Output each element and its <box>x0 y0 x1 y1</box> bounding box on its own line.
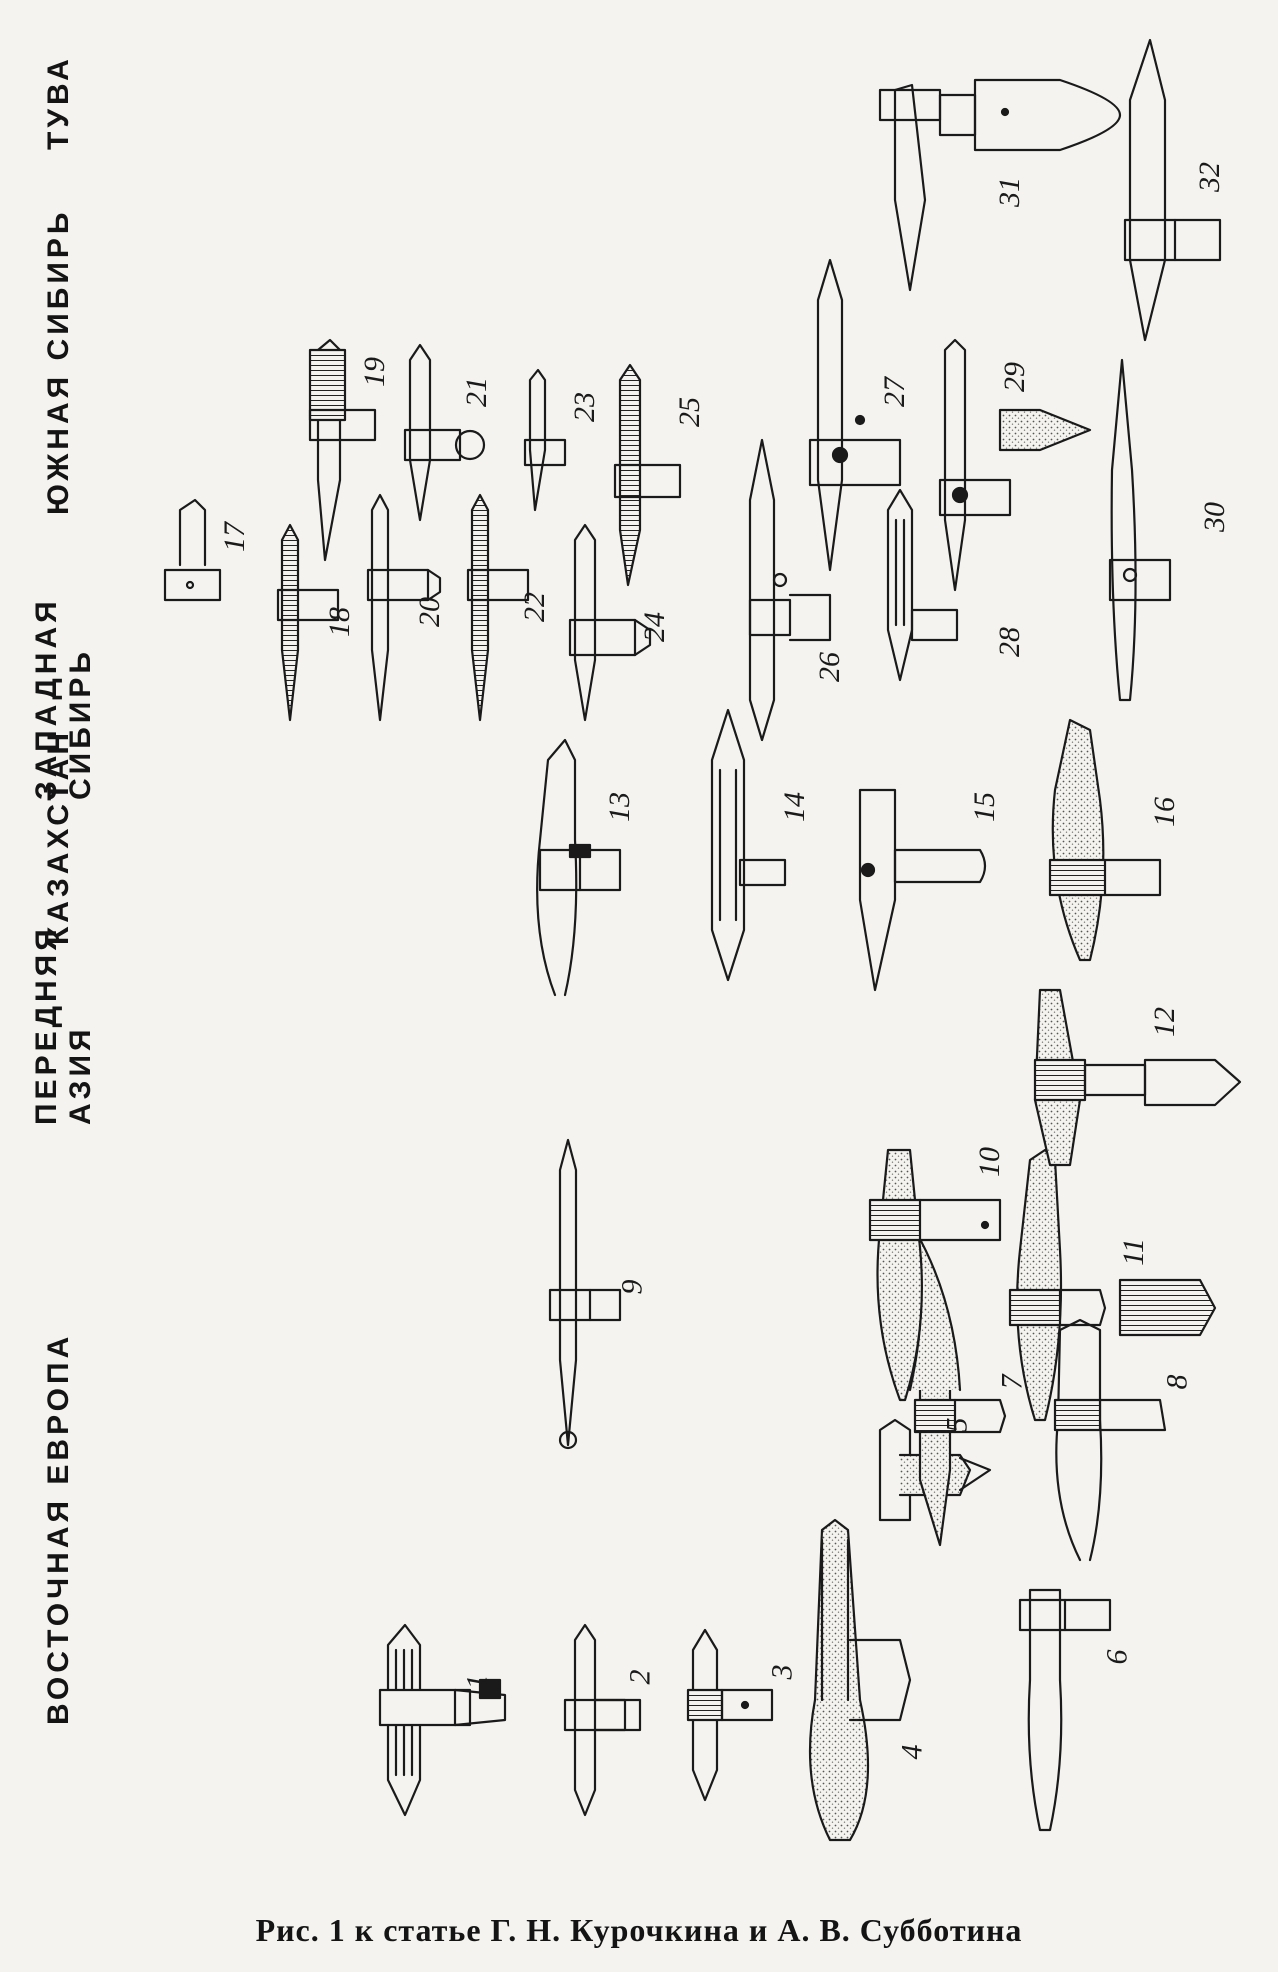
item-number-26: 26 <box>813 652 846 682</box>
item-number-11: 11 <box>1116 1238 1150 1266</box>
artifact-3 <box>686 1628 774 1802</box>
artifact-drawings <box>163 38 1242 1842</box>
figure-caption: Рис. 1 к статье Г. Н. Курочкина и А. В. … <box>255 1912 1023 1948</box>
item-number-8: 8 <box>1160 1374 1194 1390</box>
artifact-26 <box>748 438 832 742</box>
item-number-6: 6 <box>1100 1649 1134 1665</box>
item-number-29: 29 <box>998 362 1031 392</box>
artifact-30 <box>1108 358 1172 702</box>
item-number-14: 14 <box>778 792 811 822</box>
artifact-25 <box>613 363 682 587</box>
item-number-24: 24 <box>638 612 671 642</box>
item-number-5: 5 <box>940 1417 974 1433</box>
item-number-31: 31 <box>993 177 1026 207</box>
artifact-14 <box>710 708 787 982</box>
item-number-27: 27 <box>878 377 911 407</box>
artifact-21 <box>403 343 486 522</box>
artifact-13 <box>536 738 622 997</box>
item-number-28: 28 <box>993 627 1026 657</box>
artifact-29 <box>938 338 1092 592</box>
artifact-11 <box>1008 1148 1217 1422</box>
item-number-10: 10 <box>973 1147 1006 1177</box>
artifact-1 <box>378 1623 507 1817</box>
artifact-8 <box>1053 1318 1167 1562</box>
item-number-4: 4 <box>895 1744 929 1760</box>
artifact-9 <box>548 1138 622 1450</box>
item-number-25: 25 <box>673 397 706 427</box>
item-number-13: 13 <box>603 792 636 822</box>
artifact-2 <box>563 1623 642 1817</box>
item-number-19: 19 <box>358 357 391 387</box>
item-number-30: 30 <box>1198 502 1231 532</box>
artifact-23 <box>523 368 567 512</box>
artifact-32 <box>1123 38 1222 342</box>
artifact-7 <box>908 1228 1007 1547</box>
artifact-19 <box>308 338 377 562</box>
item-number-1: 1 <box>460 1674 494 1690</box>
item-number-18: 18 <box>323 607 356 637</box>
artifact-15 <box>858 788 987 992</box>
item-number-12: 12 <box>1148 1007 1181 1037</box>
artifact-10 <box>868 1148 1002 1402</box>
artifact-17 <box>163 498 222 602</box>
item-number-20: 20 <box>413 597 446 627</box>
item-number-22: 22 <box>518 592 551 622</box>
item-number-32: 32 <box>1193 162 1226 192</box>
artifact-16 <box>1048 718 1162 962</box>
artifact-20 <box>366 493 442 722</box>
item-number-16: 16 <box>1148 797 1181 827</box>
artifact-27 <box>808 258 902 572</box>
item-number-21: 21 <box>460 377 493 407</box>
item-number-2: 2 <box>623 1669 657 1685</box>
artifact-28 <box>886 488 959 682</box>
item-number-15: 15 <box>968 792 1001 822</box>
artifact-12 <box>1033 988 1242 1167</box>
item-number-23: 23 <box>568 392 601 422</box>
item-number-7: 7 <box>995 1374 1029 1390</box>
item-number-17: 17 <box>218 522 251 552</box>
artifact-6 <box>1018 1588 1112 1832</box>
item-number-3: 3 <box>765 1664 799 1680</box>
artifact-31 <box>878 78 1122 292</box>
artifact-24 <box>568 523 652 722</box>
item-number-9: 9 <box>615 1279 649 1295</box>
artifact-4 <box>808 1518 912 1842</box>
artifact-22 <box>466 493 530 722</box>
artifact-18 <box>276 523 340 722</box>
